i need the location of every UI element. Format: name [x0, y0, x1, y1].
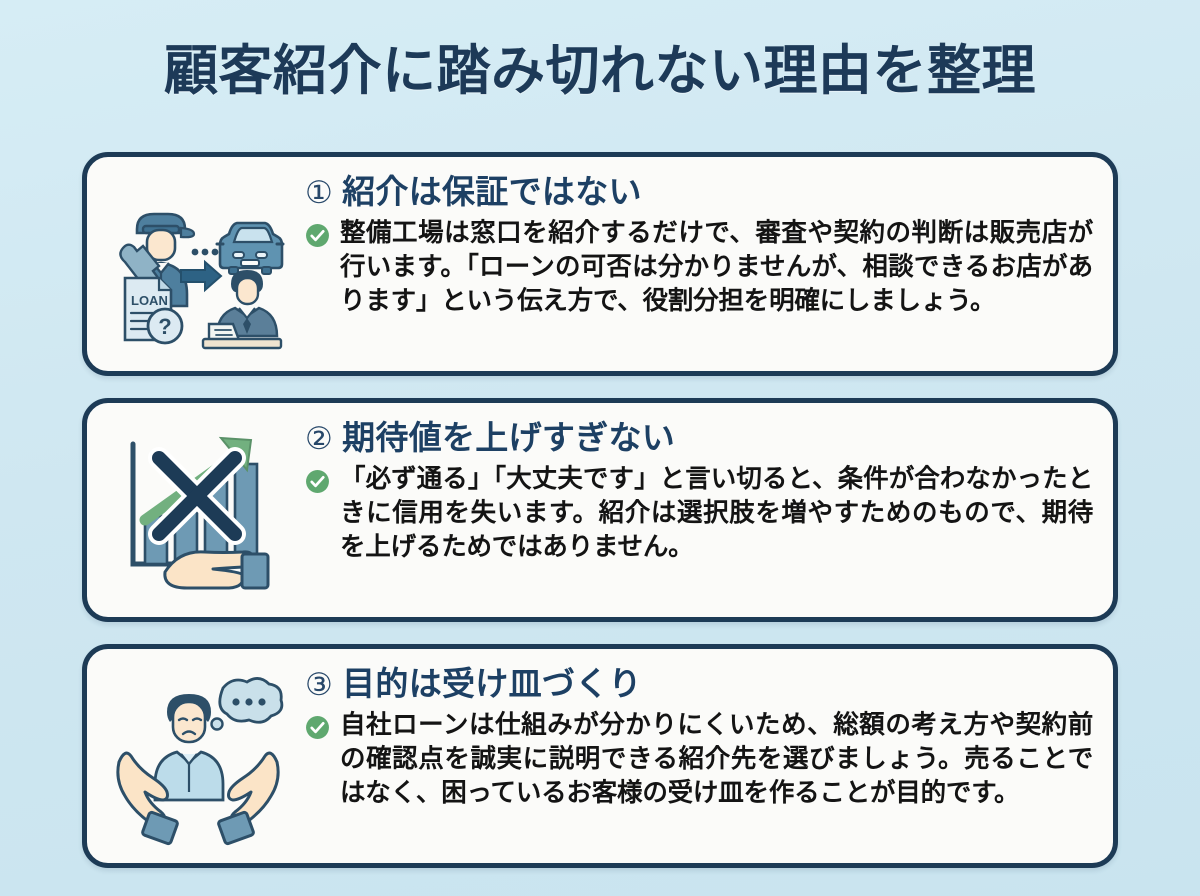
- check-circle-icon: [306, 469, 329, 493]
- overpromise-warning-illustration: [130, 436, 270, 590]
- card-1-detail: 整備工場は窓口を紹介するだけで、審査や契約の判断は販売店が行います。「ローンの可…: [305, 217, 1093, 319]
- worried-person-icon: [153, 694, 225, 802]
- card-list: LOAN ?: [82, 152, 1118, 868]
- card-3-number: ③: [305, 667, 334, 702]
- card-3-detail: 自社ローンは仕組みが分かりにくいため、総額の考え方や契約前の確認点を誠実に説明で…: [305, 709, 1093, 811]
- card-2-number: ②: [305, 421, 334, 456]
- thought-bubble-icon: [210, 677, 284, 731]
- card-2: ② 期待値を上げすぎない 「必ず通る」「大丈夫です」と言い切ると、条件が合わなか…: [82, 398, 1118, 622]
- card-1-heading: ① 紹介は保証ではない: [305, 173, 1093, 211]
- cross-mark-icon: [148, 447, 246, 545]
- two-open-hands-icon: [116, 751, 280, 846]
- dots-icon: [191, 248, 219, 256]
- arrow-right-icon: [180, 259, 223, 293]
- car-front-icon: [215, 221, 285, 275]
- card-2-detail: 「必ず通る」「大丈夫です」と言い切ると、条件が合わなかったときに信用を失います。…: [305, 463, 1093, 565]
- card-2-heading-text: 期待値を上げすぎない: [342, 419, 676, 456]
- card-2-heading: ② 期待値を上げすぎない: [305, 419, 1093, 457]
- card-1-number: ①: [305, 175, 334, 210]
- salesperson-at-desk-icon: [201, 270, 283, 350]
- loan-label: LOAN: [131, 293, 168, 308]
- card-3-illustration: [87, 649, 301, 863]
- card-3: ③ 目的は受け皿づくり 自社ローンは仕組みが分かりにくいため、総額の考え方や契約…: [82, 644, 1118, 868]
- card-3-text: 自社ローンは仕組みが分かりにくいため、総額の考え方や契約前の確認点を誠実に説明で…: [340, 710, 1093, 807]
- check-circle-icon: [306, 715, 329, 739]
- card-3-heading-text: 目的は受け皿づくり: [342, 665, 642, 702]
- card-1-body: ① 紹介は保証ではない 整備工場は窓口を紹介するだけで、審査や契約の判断は販売店…: [301, 157, 1113, 371]
- card-1-illustration: LOAN ?: [87, 157, 301, 371]
- question-mark-icon: ?: [146, 307, 184, 345]
- card-3-heading: ③ 目的は受け皿づくり: [305, 665, 1093, 703]
- page-title: 顧客紹介に踏み切れない理由を整理: [164, 41, 1036, 101]
- supporting-customer-illustration: [116, 677, 284, 846]
- mechanic-referral-illustration: LOAN ?: [119, 212, 285, 350]
- card-2-illustration: [87, 403, 301, 617]
- card-2-body: ② 期待値を上げすぎない 「必ず通る」「大丈夫です」と言い切ると、条件が合わなか…: [301, 403, 1113, 617]
- card-1-text: 整備工場は窓口を紹介するだけで、審査や契約の判断は販売店が行います。「ローンの可…: [340, 218, 1093, 315]
- card-3-body: ③ 目的は受け皿づくり 自社ローンは仕組みが分かりにくいため、総額の考え方や契約…: [301, 649, 1113, 863]
- title-area: 顧客紹介に踏み切れない理由を整理: [0, 41, 1200, 101]
- card-2-text: 「必ず通る」「大丈夫です」と言い切ると、条件が合わなかったときに信用を失います。…: [340, 464, 1093, 561]
- svg-text:?: ?: [158, 314, 171, 339]
- check-circle-icon: [306, 223, 329, 247]
- card-1-heading-text: 紹介は保証ではない: [342, 173, 642, 210]
- card-1: LOAN ?: [82, 152, 1118, 376]
- open-hand-icon: [163, 550, 270, 590]
